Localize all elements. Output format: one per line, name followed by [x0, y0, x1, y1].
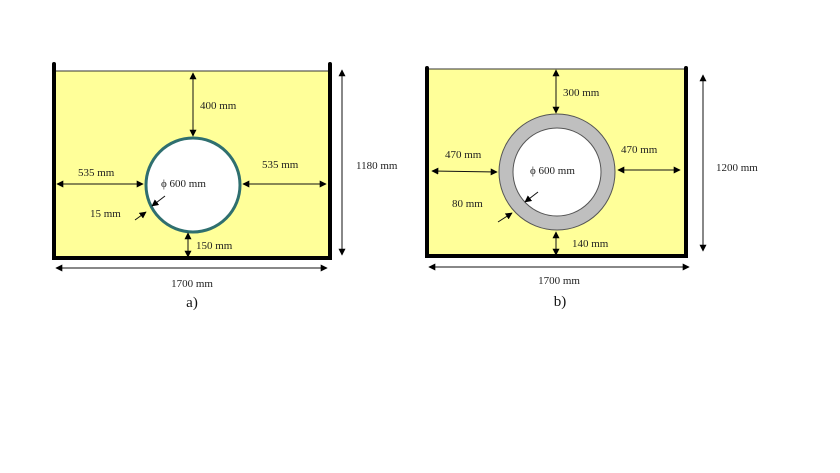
diameter-label: ϕ 600 mm	[530, 165, 575, 177]
panel-b: 300 mm 470 mm 470 mm ϕ 600 mm 80 mm 140 …	[425, 66, 758, 310]
height-label: 1180 mm	[356, 160, 398, 172]
right-clear-label: 470 mm	[621, 144, 658, 156]
bottom-cover-label: 150 mm	[196, 240, 233, 252]
container-walls	[52, 62, 332, 260]
thickness-arrow-outer	[134, 211, 147, 221]
diameter-label: ϕ 600 mm	[161, 178, 206, 190]
left-clear-label: 535 mm	[78, 167, 115, 179]
thickness-arrow	[151, 195, 166, 207]
liner-outer-edge	[498, 113, 616, 231]
left-clear-label: 470 mm	[445, 149, 482, 161]
thickness-label: 80 mm	[452, 198, 483, 210]
tunnel-liner	[499, 114, 615, 230]
bottom-cover-label: 140 mm	[572, 238, 609, 250]
caption-b: b)	[554, 294, 567, 310]
panel-a: 400 mm 535 mm 535 mm ϕ 600 mm 15 mm 150 …	[52, 62, 398, 311]
tunnel-liner	[144, 136, 242, 234]
top-cover-label: 400 mm	[200, 100, 237, 112]
thickness-arrow-outer	[497, 212, 513, 223]
thickness-arrow	[524, 191, 539, 203]
right-clear-label: 535 mm	[262, 159, 299, 171]
container-walls	[425, 66, 688, 258]
width-label: 1700 mm	[171, 278, 213, 290]
caption-a: a)	[186, 295, 198, 311]
width-label: 1700 mm	[538, 275, 580, 287]
left-clear-arrow	[431, 167, 498, 176]
top-cover-label: 300 mm	[563, 87, 600, 99]
thickness-label: 15 mm	[90, 208, 121, 220]
height-label: 1200 mm	[716, 162, 758, 174]
